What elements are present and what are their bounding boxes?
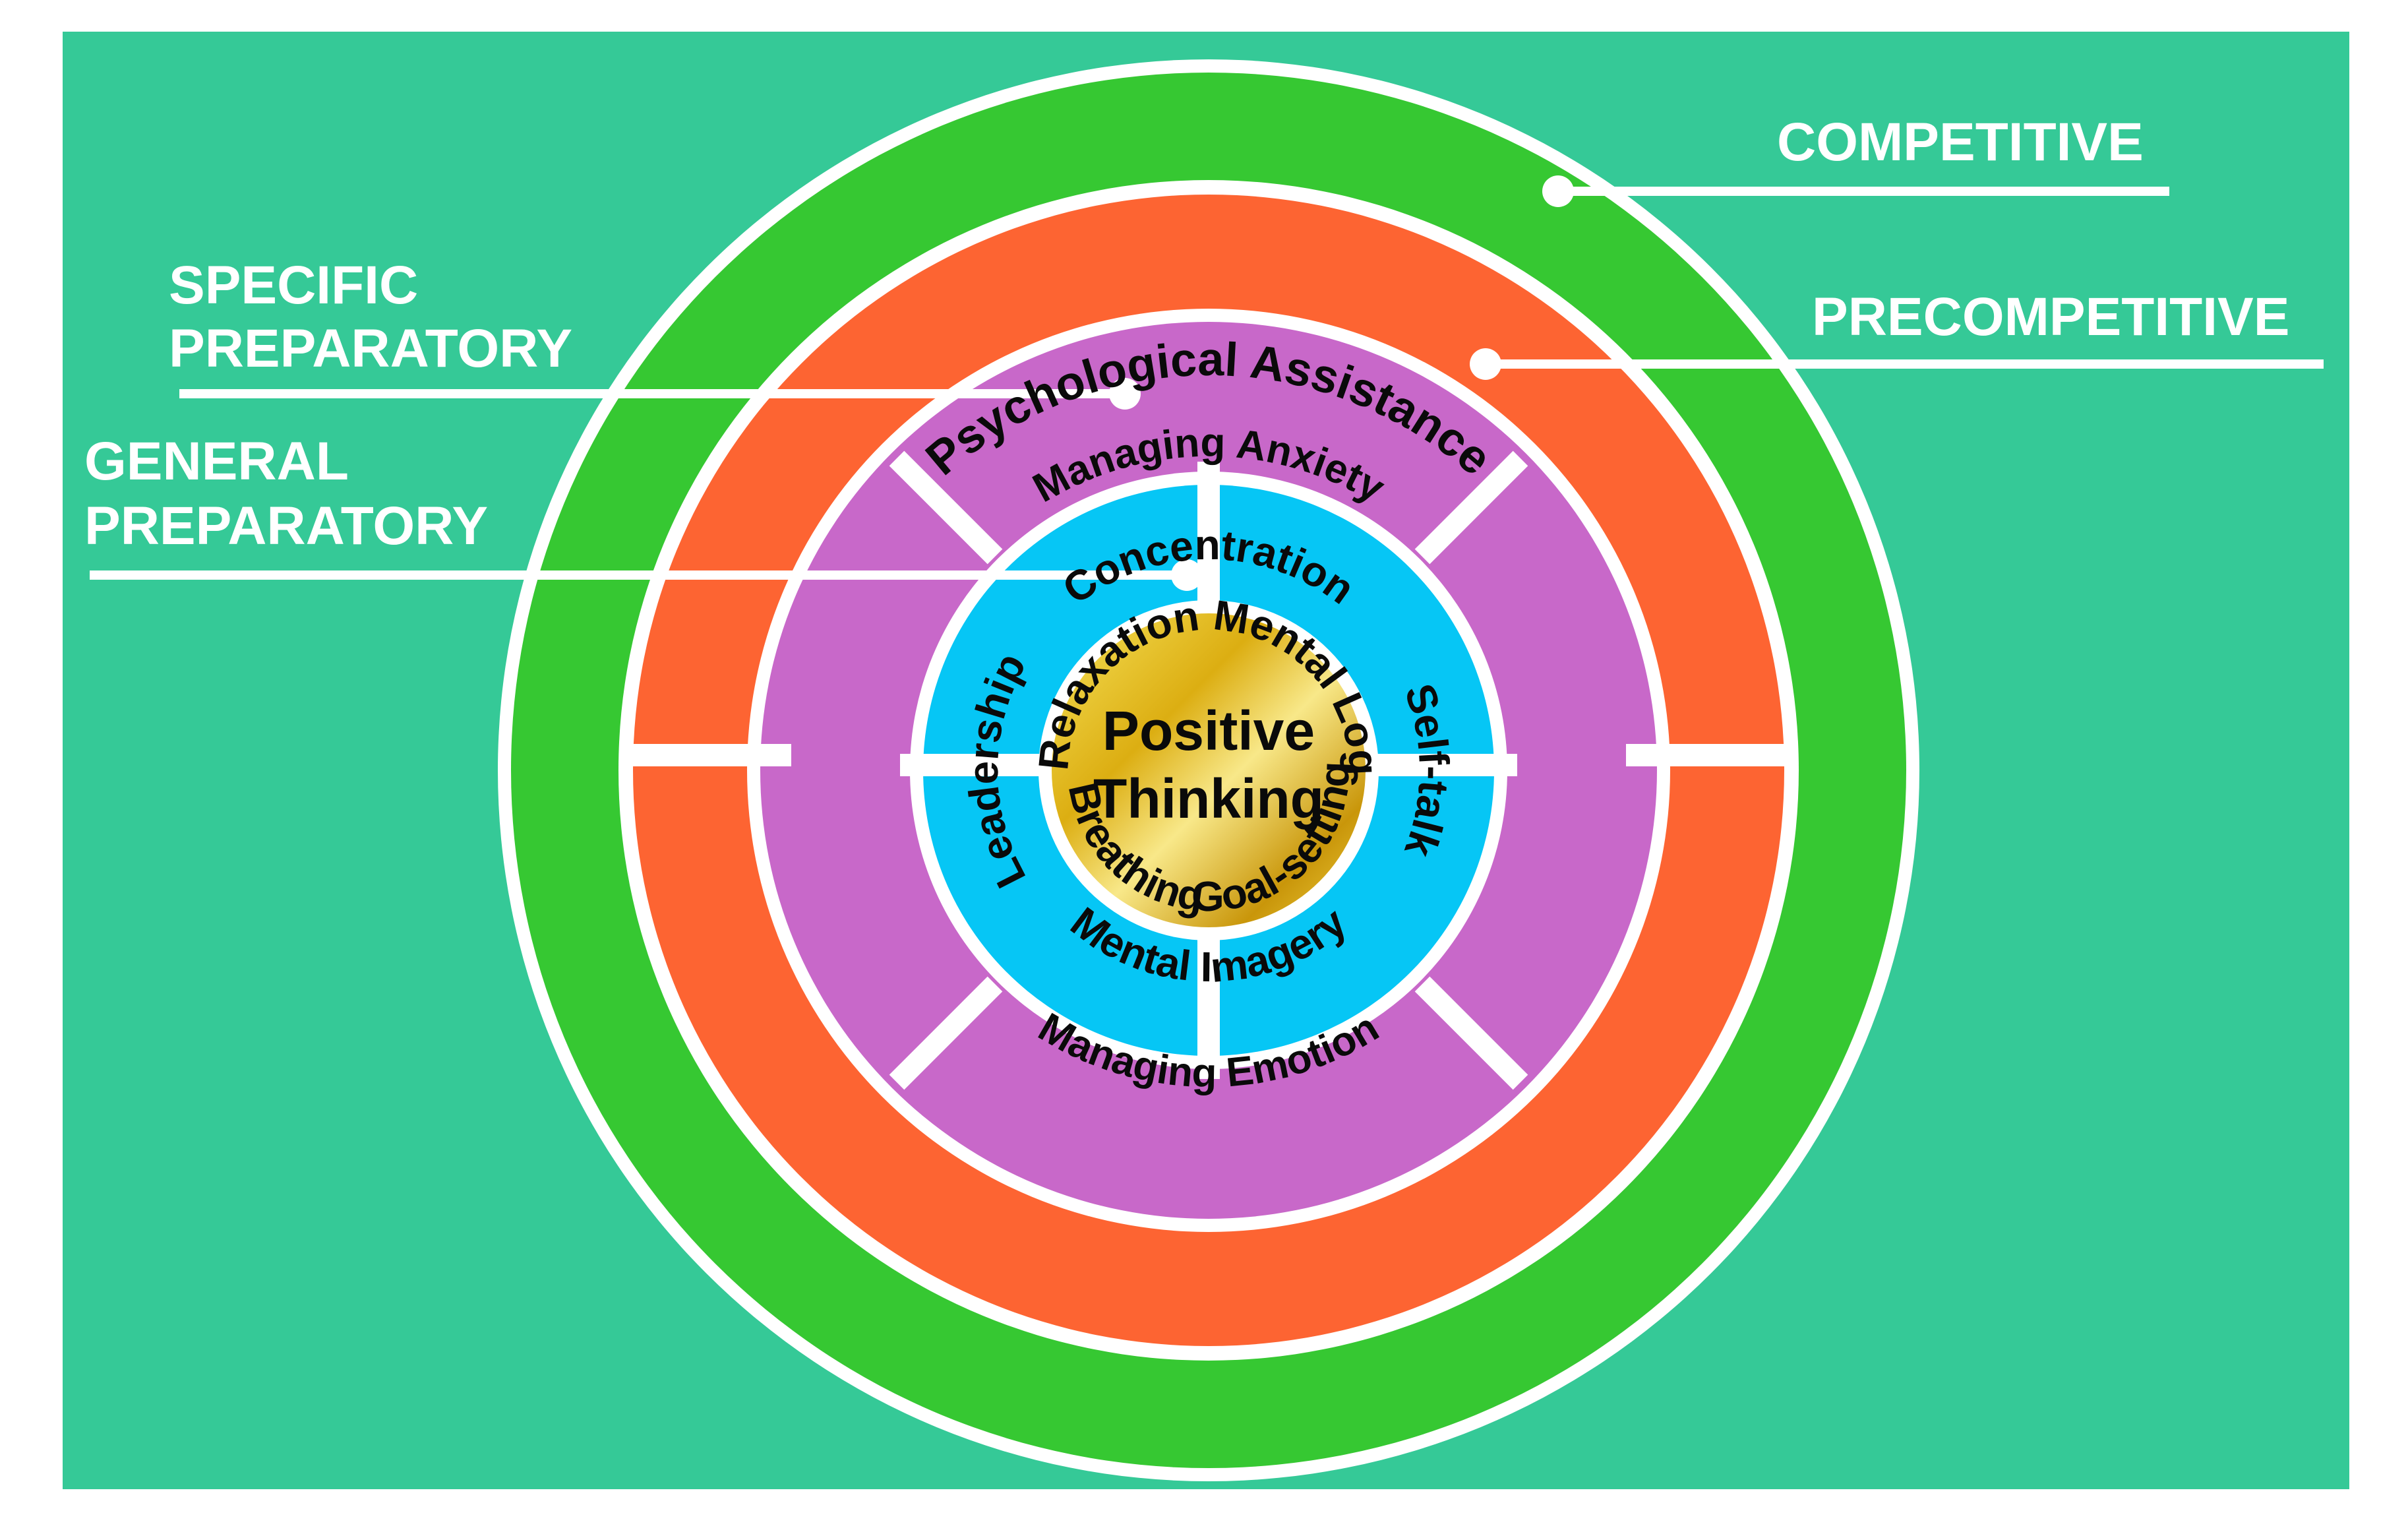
specific-label-line1: SPECIFIC — [169, 255, 418, 315]
precompetitive-callout-dot — [1470, 348, 1501, 380]
precompetitive-label: PRECOMPETITIVE — [1812, 287, 2289, 347]
center-label-line2: Thinking — [1093, 768, 1324, 830]
general-ring-dividers — [900, 462, 1517, 1079]
specific-preparatory-callout — [179, 378, 1141, 410]
center-label-line1: Positive — [1102, 700, 1315, 762]
general-label-line1: GENERAL — [84, 431, 349, 491]
specific-label-line2: PREPARATORY — [169, 319, 572, 379]
precompetitive-callout — [1470, 348, 2324, 380]
specific-ring-dividers — [889, 450, 1528, 1090]
competitive-callout-dot — [1542, 175, 1574, 207]
general-preparatory-callout — [90, 559, 1203, 591]
competitive-label: COMPETITIVE — [1777, 112, 2144, 172]
specific-callout-dot — [1109, 378, 1141, 410]
precompetitive-divider-right — [1626, 744, 1797, 766]
general-callout-dot — [1171, 559, 1203, 591]
competitive-callout — [1542, 175, 2169, 207]
precompetitive-divider-left — [620, 744, 791, 766]
general-label-line2: PREPARATORY — [84, 496, 488, 556]
center-disc — [1052, 613, 1366, 927]
